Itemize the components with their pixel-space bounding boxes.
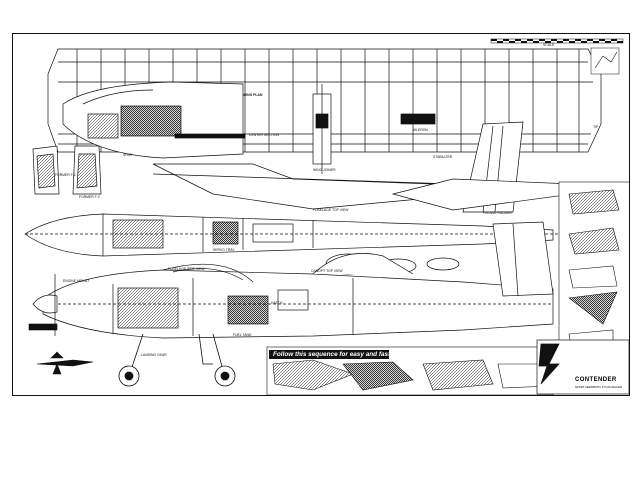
building-sequence-strip bbox=[266, 346, 554, 395]
label-stab: STABILIZER bbox=[433, 155, 453, 159]
label-spar: SPAR bbox=[123, 153, 132, 157]
label-scale: SCALE bbox=[543, 43, 555, 47]
label-former-f1: FORMER F-1 bbox=[55, 173, 76, 177]
plan-drawing bbox=[24, 38, 629, 395]
label-landing-gear: LANDING GEAR bbox=[141, 353, 167, 357]
side-tail bbox=[492, 221, 554, 297]
former-sketches bbox=[32, 145, 102, 195]
label-wing-tip: TIP bbox=[593, 125, 599, 129]
label-servo-tray: SERVO TRAY bbox=[213, 248, 235, 252]
corner-detail-sketch bbox=[590, 47, 620, 75]
label-aileron: AILERON bbox=[413, 128, 428, 132]
scale-bar bbox=[490, 38, 624, 44]
wing-fuselage-overlay bbox=[62, 81, 436, 174]
label-center-section: CENTER SECTION bbox=[249, 133, 279, 137]
side-canopy bbox=[312, 253, 414, 275]
label-hatch: HATCH bbox=[271, 301, 283, 305]
label-fuselage-top: FUSELAGE TOP VIEW bbox=[313, 208, 349, 212]
label-wing-plan: WING PLAN bbox=[243, 93, 263, 97]
fuselage-top-view bbox=[24, 178, 574, 257]
label-fuel-tank: FUEL TANK bbox=[233, 333, 252, 337]
plan-sheet: FORMER F-1 FORMER F-2 WING PLAN CENTER S… bbox=[12, 33, 630, 396]
airplane-silhouette bbox=[28, 323, 94, 375]
landing-gear bbox=[118, 333, 236, 387]
label-canopy: CANOPY TOP VIEW bbox=[311, 269, 343, 273]
plan-subtitle: SPORT AEROBATIC PYLON RACER bbox=[575, 385, 622, 389]
label-former-f2: FORMER F-2 bbox=[79, 195, 100, 199]
label-fin: FIN AND RUDDER bbox=[483, 211, 512, 215]
label-fuselage-side: FUSELAGE SIDE VIEW bbox=[168, 267, 205, 271]
label-engine-mount: ENGINE MOUNT bbox=[63, 279, 90, 283]
label-wing-joiner: WING JOINER bbox=[313, 168, 336, 172]
fuselage-side-view bbox=[32, 263, 554, 339]
building-sequence-banner: Follow this sequence for easy and fast b… bbox=[269, 350, 389, 359]
title-block-frame bbox=[536, 339, 629, 395]
plan-title: CONTENDER bbox=[575, 377, 617, 383]
